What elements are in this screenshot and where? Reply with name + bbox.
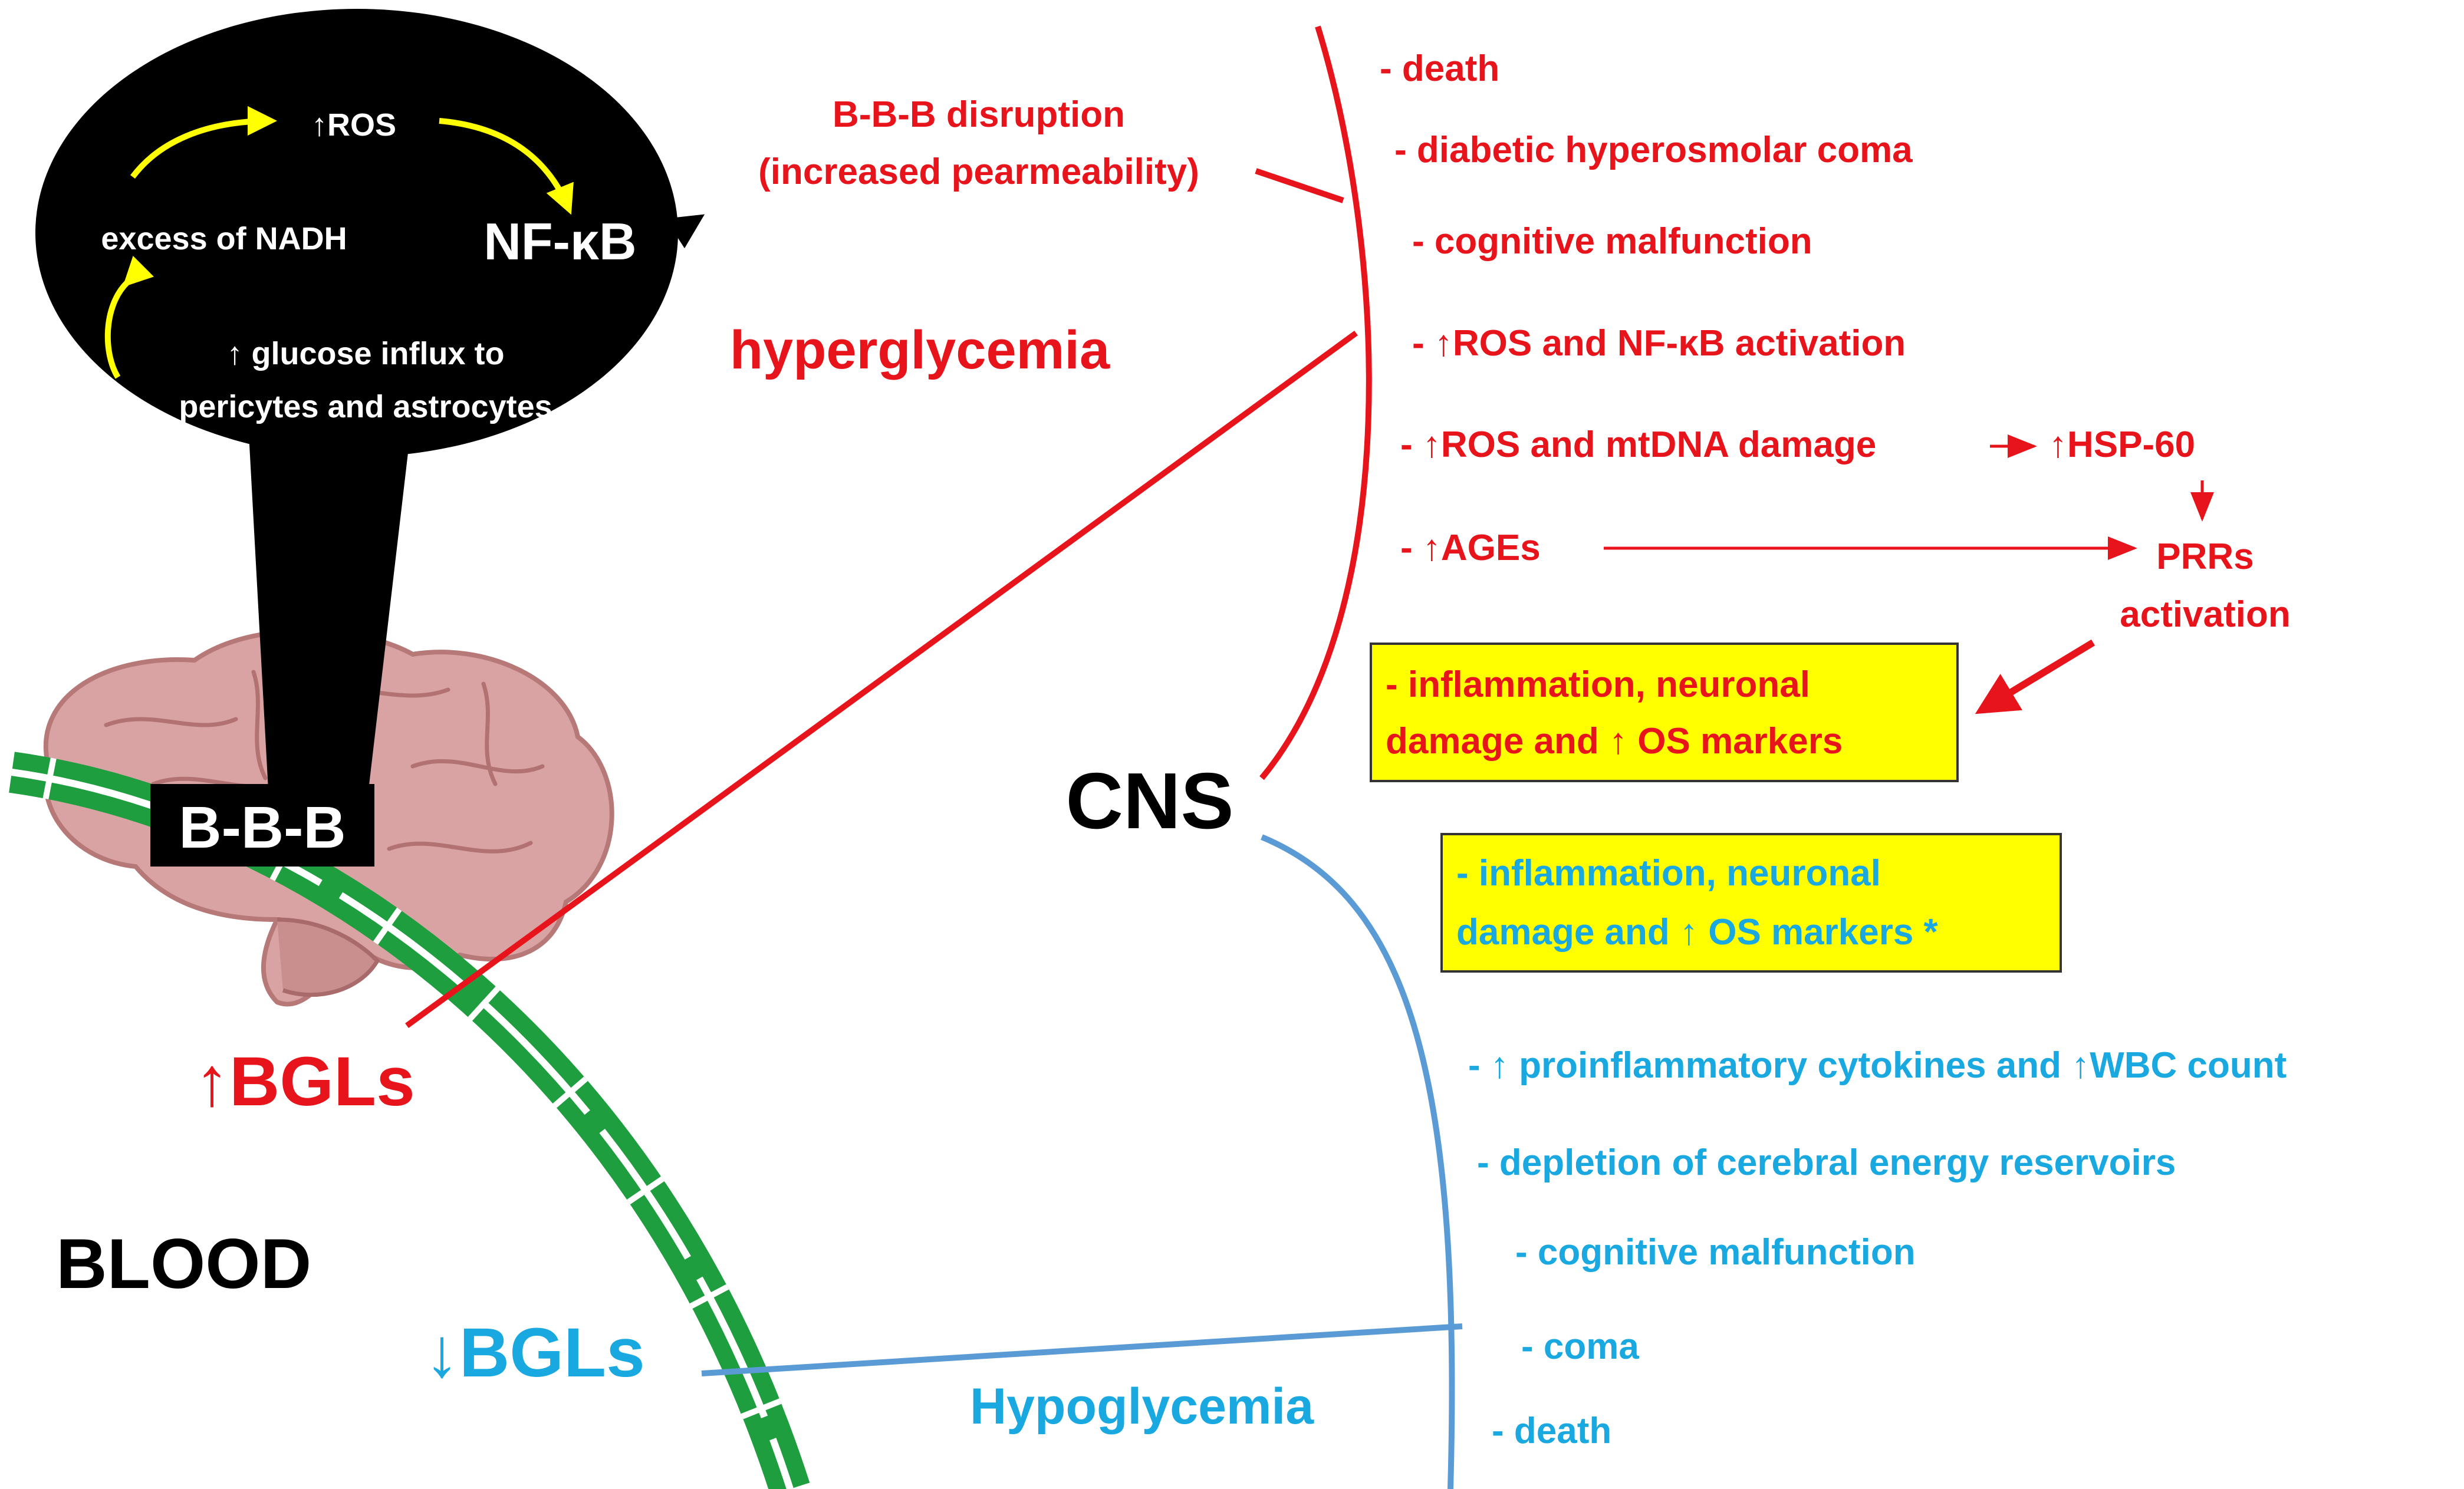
hypo-effect-cognitive: - cognitive malfunction — [1515, 1232, 1916, 1273]
disruption-connector — [1255, 168, 1344, 203]
hyper-effect-ros-nfkb: - ↑ROS and NF-κB activation — [1412, 323, 1906, 364]
bbb-disruption-label-line1: B-B-B disruption — [833, 94, 1125, 135]
prrs-label-line1: PRRs — [2156, 536, 2254, 577]
hyper-box-line1: - inflammation, neuronal — [1386, 664, 1810, 705]
hyper-inflammation-box: - inflammation, neuronal damage and ↑ OS… — [1370, 643, 1959, 782]
bbb-label-box: B-B-B — [150, 784, 374, 867]
nfkb-to-disruption-arrow — [658, 214, 705, 249]
hypo-box-line1: - inflammation, neuronal — [1456, 853, 1881, 894]
hyper-effect-cognitive: - cognitive malfunction — [1412, 221, 1812, 262]
hypo-inflammation-box: - inflammation, neuronal damage and ↑ OS… — [1440, 833, 2062, 973]
hyper-effect-coma: - diabetic hyperosmolar coma — [1394, 130, 1913, 170]
cns-hypo-curve — [1261, 834, 1455, 1489]
nadh-label: excess of NADH — [101, 221, 347, 256]
bbb-disruption-label-line2: (increased pearmeability) — [758, 151, 1199, 192]
hypoglycemia-connectors — [701, 834, 1463, 1489]
hypo-effect-depletion: - depletion of cerebral energy reservoir… — [1477, 1142, 2176, 1183]
hyperglycemia-connectors — [405, 25, 1372, 1029]
high-bgls-connector — [405, 330, 1358, 1029]
glucose-influx-label-line2: pericytes and astrocytes — [179, 389, 552, 424]
hsp60-label: ↑HSP-60 — [2049, 424, 2195, 465]
hyperglycemia-label: hyperglycemia — [730, 320, 1110, 380]
hypo-effect-coma: - coma — [1521, 1326, 1639, 1367]
nfkb-label: NF-κB — [483, 212, 636, 271]
hypoglycemia-label: Hypoglycemia — [970, 1378, 1314, 1435]
low-bgls-label: ↓BGLs — [425, 1314, 645, 1392]
hypoglycemia-effects-list: - ↑ proinflammatory cytokines and ↑WBC c… — [1468, 1045, 2287, 1451]
hypo-effect-death: - death — [1492, 1411, 1611, 1451]
high-bgls-label: ↑BGLs — [195, 1043, 415, 1121]
blood-label: BLOOD — [56, 1224, 311, 1303]
low-bgls-connector — [701, 1323, 1463, 1376]
glucose-influx-label-line1: ↑ glucose influx to — [226, 336, 504, 371]
prrs-label-line2: activation — [2120, 594, 2290, 635]
hyper-effect-death: - death — [1380, 48, 1499, 89]
hyper-effect-ages: - ↑AGEs — [1400, 528, 1541, 568]
hypo-box-line2: damage and ↑ OS markers * — [1456, 912, 1939, 953]
hypo-effect-cytokines: - ↑ proinflammatory cytokines and ↑WBC c… — [1468, 1045, 2287, 1086]
prrs-to-inflammation-arrow — [1975, 639, 2095, 714]
hyper-box-line2: damage and ↑ OS markers — [1386, 721, 1843, 762]
mechanism-speech-bubble: ↑ROS excess of NADH NF-κB ↑ glucose infl… — [35, 9, 678, 790]
cns-label: CNS — [1065, 756, 1233, 845]
hyperglycemia-effects-list: - death - diabetic hyperosmolar coma - c… — [1380, 48, 2291, 714]
ros-label: ↑ROS — [311, 107, 396, 143]
cns-hyper-curve — [1259, 25, 1372, 780]
blood-brain-barrier-band — [9, 752, 810, 1489]
hyper-effect-ros-mtdna: - ↑ROS and mtDNA damage — [1400, 424, 1876, 465]
bbb-label: B-B-B — [179, 795, 346, 861]
